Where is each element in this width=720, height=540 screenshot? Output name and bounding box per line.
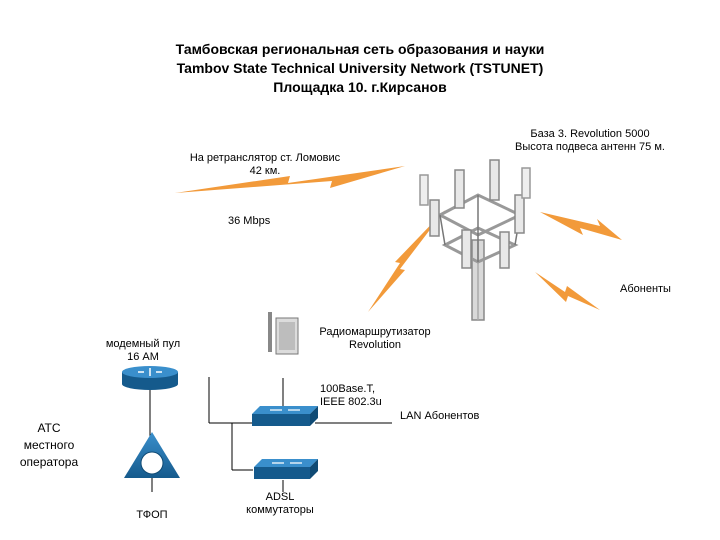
switch-icon-2 [254, 459, 318, 479]
adsl-label: ADSL коммутаторы [246, 491, 314, 516]
modem-pool-label: модемный пул 16 АМ [105, 338, 181, 363]
ethernet-label: 100Base.T, IEEE 802.3u [320, 383, 382, 408]
subscribers-label: Абоненты [620, 283, 671, 295]
antenna-tower-icon [419, 159, 531, 321]
panel-antenna-icon [268, 312, 299, 355]
title-line-3: Площадка 10. г.Кирсанов [273, 79, 447, 95]
relay-label: На ретранслятор ст. Ломовис 42 км. [189, 152, 341, 177]
wireless-link-relay-icon [175, 166, 405, 193]
router-icon [122, 366, 178, 390]
tfop-label: ТФОП [136, 509, 168, 521]
title-line-2: Tambov State Technical University Networ… [176, 60, 544, 76]
atc-label: АТС местного оператора [19, 421, 79, 469]
radio-router-label: Радиомаршрутизатор Revolution [319, 326, 431, 351]
wireless-link-router-icon [368, 210, 445, 312]
switch-icon-1 [252, 406, 318, 426]
speed-label: 36 Mbps [228, 215, 271, 227]
base-label: База 3. Revolution 5000 Высота подвеса а… [515, 128, 665, 153]
wireless-link-subscriber2-icon [535, 272, 600, 310]
wireless-link-subscriber1-icon [540, 212, 622, 240]
title-line-1: Тамбовская региональная сеть образования… [175, 41, 545, 57]
pbx-triangle-icon [124, 432, 180, 478]
lan-subscribers-label: LAN Абонентов [400, 410, 480, 422]
